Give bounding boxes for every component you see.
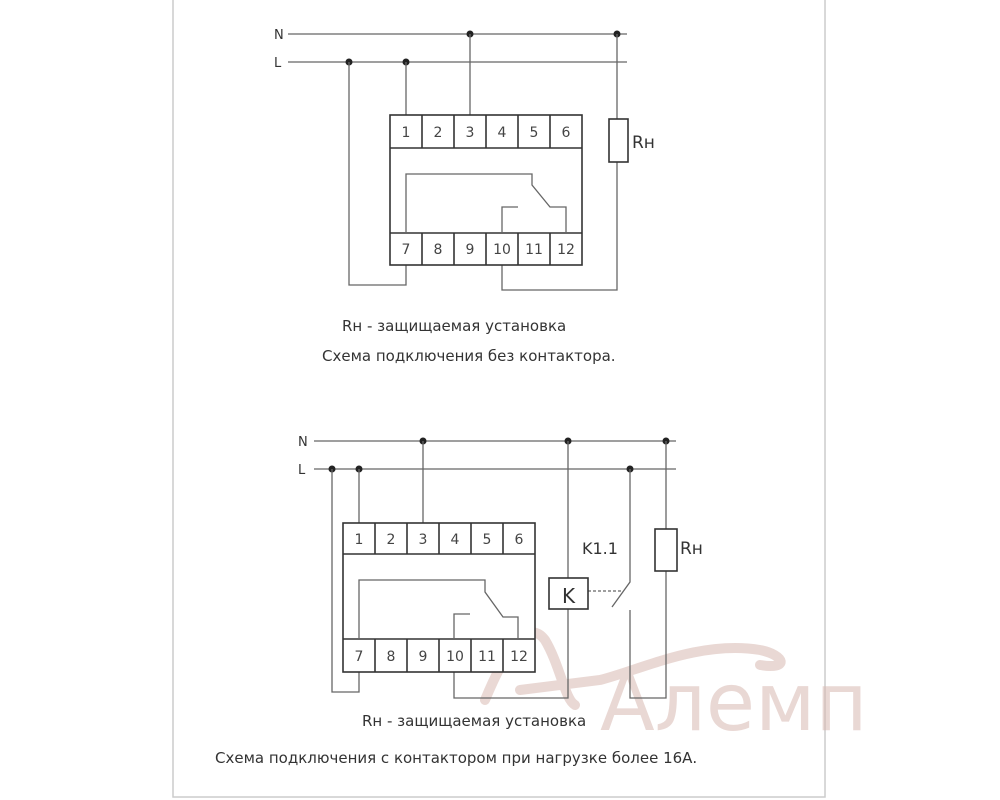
- svg-text:2: 2: [434, 125, 443, 141]
- watermark-text: Алемп: [600, 656, 868, 749]
- svg-text:8: 8: [434, 242, 443, 258]
- caption-title: Схема подключения без контактора.: [322, 347, 616, 365]
- svg-text:12: 12: [557, 242, 575, 258]
- terminals-top: 1 2 3 4 5 6: [402, 125, 571, 141]
- svg-text:10: 10: [493, 242, 511, 258]
- diagram-with-contactor: N L K K1.1 Rн 1 2 3 4: [215, 435, 703, 767]
- line-label: L: [298, 463, 306, 478]
- relay-contact: [358, 579, 519, 639]
- svg-text:11: 11: [478, 649, 496, 665]
- junction-dots: [345, 30, 621, 66]
- relay-contact: [405, 173, 567, 233]
- coil-label: K: [562, 584, 576, 608]
- terminals-top: 1 2 3 4 5 6: [355, 532, 524, 548]
- contactor-switch: [611, 469, 631, 608]
- svg-text:8: 8: [387, 649, 396, 665]
- svg-text:2: 2: [387, 532, 396, 548]
- svg-text:9: 9: [419, 649, 428, 665]
- svg-text:4: 4: [498, 125, 507, 141]
- caption-legend: Rн - защищаемая установка: [342, 317, 566, 335]
- neutral-label: N: [274, 28, 284, 43]
- svg-text:5: 5: [483, 532, 492, 548]
- diagram-without-contactor: N L Rн 1 2 3 4 5 6 7: [274, 28, 655, 365]
- svg-text:10: 10: [446, 649, 464, 665]
- load-label: Rн: [680, 539, 703, 559]
- load-resistor: [654, 528, 678, 572]
- svg-text:5: 5: [530, 125, 539, 141]
- svg-text:7: 7: [402, 242, 411, 258]
- svg-text:1: 1: [355, 532, 364, 548]
- caption-title: Схема подключения с контактором при нагр…: [215, 749, 697, 767]
- contact-label: K1.1: [582, 539, 618, 558]
- load-label: Rн: [632, 133, 655, 153]
- svg-text:3: 3: [466, 125, 475, 141]
- junction-dots: [328, 437, 670, 473]
- svg-text:6: 6: [515, 532, 524, 548]
- contactor-coil: [548, 577, 589, 610]
- svg-text:12: 12: [510, 649, 528, 665]
- neutral-label: N: [298, 435, 308, 450]
- load-resistor: [608, 118, 629, 163]
- frame: [172, 0, 826, 798]
- line-label: L: [274, 56, 282, 71]
- svg-text:4: 4: [451, 532, 460, 548]
- svg-text:7: 7: [355, 649, 364, 665]
- svg-text:9: 9: [466, 242, 475, 258]
- caption-legend: Rн - защищаемая установка: [362, 712, 586, 730]
- terminals-bottom: 7 8 9 10 11 12: [355, 649, 528, 665]
- svg-text:6: 6: [562, 125, 571, 141]
- watermark-logo: Алемп: [480, 627, 868, 749]
- svg-text:1: 1: [402, 125, 411, 141]
- terminals-bottom: 7 8 9 10 11 12: [402, 242, 575, 258]
- svg-text:3: 3: [419, 532, 428, 548]
- svg-text:11: 11: [525, 242, 543, 258]
